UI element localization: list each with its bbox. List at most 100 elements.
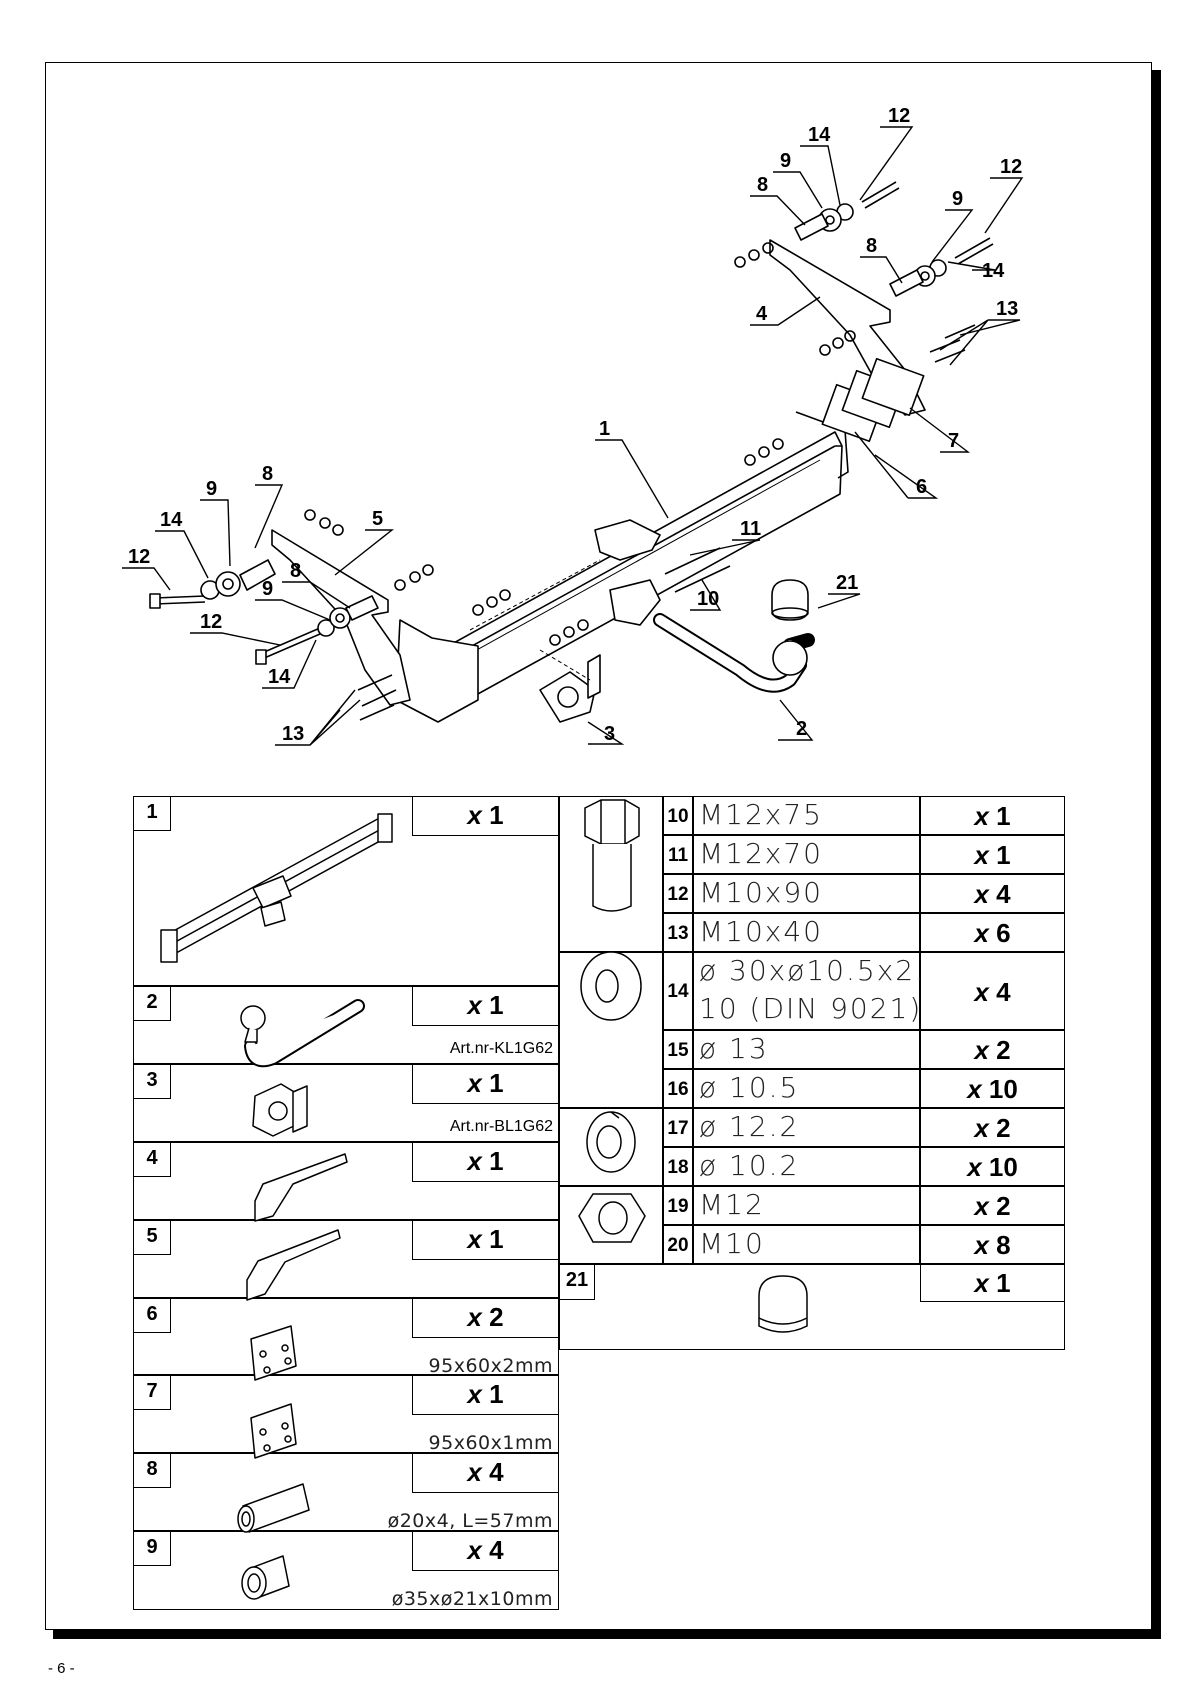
callout-label: 11: [740, 518, 761, 540]
plate-thumbnail: [250, 1403, 297, 1459]
plate-thumbnail: [250, 1325, 297, 1381]
part-quantity: x 4: [412, 1453, 559, 1493]
part-spec: M12x70: [699, 837, 823, 870]
part-number: 10: [663, 796, 693, 835]
bracket-right-thumbnail: [254, 1153, 348, 1222]
callout-label: 9: [206, 478, 217, 500]
part-quantity: x 1: [920, 1264, 1065, 1302]
part-quantity: x 4: [412, 1531, 559, 1571]
callout-label: 9: [952, 188, 963, 210]
page-number: - 6 -: [48, 1660, 75, 1677]
part-spec-cell: [693, 1225, 920, 1264]
part-spec: ø 13: [699, 1032, 769, 1065]
part-spec-cell: [693, 1069, 920, 1108]
part-number: 9: [133, 1531, 171, 1566]
part-spec-cell: [693, 913, 920, 952]
part-quantity: x 2: [920, 1186, 1065, 1225]
part-dimensions: 95x60x1mm: [428, 1432, 553, 1454]
callout-label: 14: [160, 509, 183, 531]
part-article-number: Art.nr-KL1G62: [449, 1040, 553, 1057]
part-quantity: x 4: [920, 952, 1065, 1030]
part-quantity: x 1: [412, 796, 559, 836]
part-quantity: x 10: [920, 1069, 1065, 1108]
callout-label: 13: [282, 723, 304, 745]
parts-illustrations-left: [160, 813, 393, 1600]
callout-label: 14: [808, 124, 831, 146]
part-number: 5: [133, 1220, 171, 1255]
part-number: 4: [133, 1142, 171, 1177]
part-quantity: x 2: [412, 1298, 559, 1338]
part-spec: M12: [699, 1188, 765, 1221]
crossbar-part: [431, 431, 843, 717]
callout-label: 14: [982, 260, 1005, 282]
part-number: 7: [133, 1375, 171, 1410]
part-spec: ø 12.2: [699, 1110, 800, 1143]
part-spec-cell: [693, 1030, 920, 1069]
callout-label: 5: [372, 508, 383, 530]
part-quantity: x 2: [920, 1108, 1065, 1147]
part-number: 11: [663, 835, 693, 874]
part-article-number: Art.nr-BL1G62: [449, 1118, 553, 1135]
callout-label: 3: [604, 723, 615, 745]
part-quantity: x 1: [412, 1064, 559, 1104]
bracket-left-thumbnail: [246, 1229, 341, 1301]
part-quantity: x 1: [412, 1375, 559, 1415]
part-spec-cell: [693, 796, 920, 835]
part-dimensions: 95x60x2mm: [428, 1355, 553, 1377]
part-spec: ø 30xø10.5x2.5: [699, 954, 946, 987]
part-number: 14: [663, 952, 693, 1030]
part-number: 3: [133, 1064, 171, 1099]
callout-label: 14: [268, 666, 291, 688]
part-number: 17: [663, 1108, 693, 1147]
bracket-left-part: [271, 529, 411, 706]
callout-label: 6: [916, 476, 927, 498]
part-spec: M10x90: [699, 876, 823, 909]
part-spec-cell: [693, 1147, 920, 1186]
callout-label: 12: [200, 611, 222, 633]
callout-label: 12: [1000, 156, 1022, 178]
part-quantity: x 6: [920, 913, 1065, 952]
part-number: 16: [663, 1069, 693, 1108]
part-spec-cell: [693, 952, 920, 1030]
callout-label: 8: [866, 235, 877, 257]
part-spec-standard: 10 (DIN 9021): [699, 992, 923, 1025]
part-number: 19: [663, 1186, 693, 1225]
part-number: 1: [133, 796, 171, 831]
part-number: 20: [663, 1225, 693, 1264]
callout-label: 13: [996, 298, 1018, 320]
callout-label: 12: [128, 546, 150, 568]
part-dimensions: ø35xø21x10mm: [391, 1588, 553, 1610]
part-spec: M12x75: [699, 798, 823, 831]
cap-part: [771, 579, 809, 621]
callout-label: 21: [836, 572, 858, 594]
part-number: 12: [663, 874, 693, 913]
part-quantity: x 4: [920, 874, 1065, 913]
part-number: 21: [559, 1264, 595, 1300]
part-quantity: x 2: [920, 1030, 1065, 1069]
part-quantity: x 1: [412, 1142, 559, 1182]
callout-label: 9: [262, 578, 273, 600]
callout-label: 8: [262, 463, 273, 485]
callout-label: 1: [599, 418, 610, 440]
part-number: 2: [133, 986, 171, 1021]
part-spec-cell: [693, 1108, 920, 1147]
part-quantity: x 1: [412, 1220, 559, 1260]
frame-shadow-right: [1152, 70, 1161, 1638]
part-quantity: x 8: [920, 1225, 1065, 1264]
part-number: 13: [663, 913, 693, 952]
part-number: 15: [663, 1030, 693, 1069]
callout-label: 10: [697, 588, 719, 610]
part-number: 6: [133, 1298, 171, 1333]
socket-plate-part: [539, 671, 596, 723]
callout-label: 7: [948, 430, 959, 452]
part-quantity: x 10: [920, 1147, 1065, 1186]
part-quantity: x 1: [920, 796, 1065, 835]
part-spec-cell: [693, 874, 920, 913]
callout-label: 9: [780, 150, 791, 172]
part-spec-cell: [693, 1186, 920, 1225]
part-spec: M10: [699, 1227, 765, 1260]
callout-label: 8: [757, 174, 768, 196]
callout-label: 4: [756, 303, 768, 325]
bolt-icon: [584, 799, 640, 845]
